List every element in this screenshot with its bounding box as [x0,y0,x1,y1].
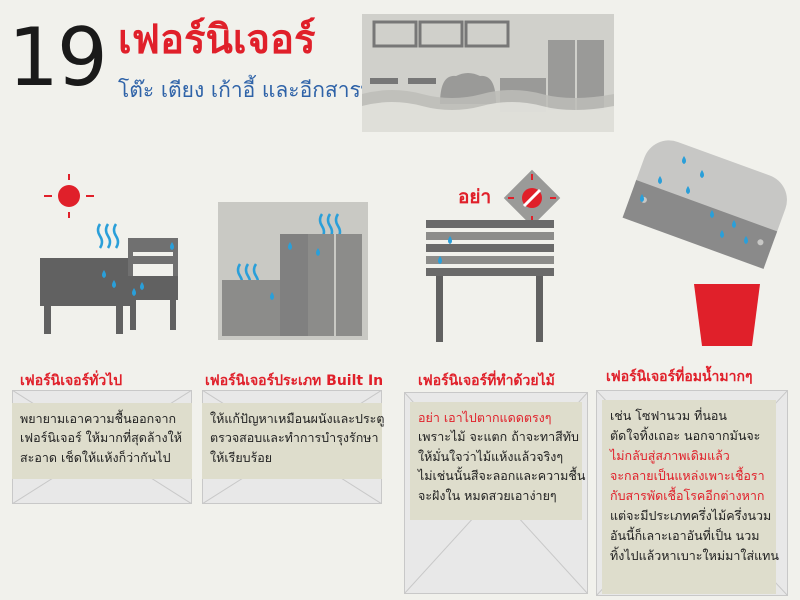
section-title-absorbent: เฟอร์นิเจอร์ที่อมน้ำมากๆ [606,369,753,385]
text-line: สะอาด เช็ดให้แห้งก็ว่ากันไป [20,449,171,465]
no-sun-sign-icon [503,169,561,227]
text-line: จะฝังใน หมดสวยเอาง่ายๆ [418,487,557,503]
warning-text: อย่า เอาไปตากแดดตรงๆ [418,410,552,425]
text-line: เฟอร์นิเจอร์ ให้มากที่สุดล้างให้ [20,430,182,446]
warning-text: จะกลายเป็นแหล่งเพาะเชื้อรา [610,468,765,483]
text-line: ตัดใจทิ้งเถอะ นอกจากมันจะ [610,428,761,443]
text-line: ทิ้งไปแล้วหาเบาะใหม่มาใส่แทน [610,548,779,563]
section-card-general: พยายามเอาความชื้นออกจาก เฟอร์นิเจอร์ ให้… [12,403,192,479]
text-line: ให้มั่นใจว่าไม้แห้งแล้วจริงๆ [418,448,564,464]
warning-text: กับสารพัดเชื้อโรคอีกต่างหาก [610,488,765,503]
trash-bin-icon [694,284,760,346]
section-card-built-in: ให้แก้ปัญหาเหมือนผนังและประตู ตรวจสอบและ… [202,403,385,479]
built-in-cabinet-icon [218,202,368,340]
sun-icon [44,174,94,218]
section-title-wooden: เฟอร์นิเจอร์ที่ทำด้วยไม้ [418,373,555,389]
text-line: เช่น โซฟานวม ที่นอน [610,408,727,423]
wooden-table-icon [426,220,554,342]
text-line: พยายามเอาความชื้นออกจาก [20,411,177,426]
section-title-built-in: เฟอร์นิเจอร์ประเภท Built In [205,373,384,389]
text-line: ให้แก้ปัญหาเหมือนผนังและประตู [210,411,385,426]
section-card-absorbent: เช่น โซฟานวม ที่นอน ตัดใจทิ้งเถอะ นอกจาก… [602,400,779,594]
sofa-cushion-icon [622,140,787,269]
no-sun-label: อย่า [458,186,492,208]
section-card-wooden: อย่า เอาไปตากแดดตรงๆ เพราะไม้ จะแตก ถ้าจ… [410,402,586,520]
page-title: เฟอร์นิเจอร์ [118,17,316,63]
warning-text: ไม่กลับสู่สภาพเดิมแล้ว [610,448,730,463]
section-title-general: เฟอร์นิเจอร์ทั่วไป [20,373,123,389]
page-subtitle: โต๊ะ เตียง เก้าอี้ และอีกสารพัด [118,78,389,102]
flooded-room-illustration [362,14,614,132]
text-line: แต่จะมีประเภทครึ่งไม้ครึ่งนวม [610,508,772,523]
table-chair-icon [40,223,178,334]
text-line: เพราะไม้ จะแตก ถ้าจะทาสีทับ [418,429,579,445]
headline-number: 19 [8,11,108,104]
text-line: ให้เรียบร้อย [210,449,273,465]
text-line: ไม่เช่นนั้นสีจะลอกและความชื้น [418,468,586,484]
text-line: ตรวจสอบและทำการบำรุงรักษา [210,430,379,446]
text-line: อันนี้ก็เลาะเอาอันที่เป็น นวม [610,528,760,543]
